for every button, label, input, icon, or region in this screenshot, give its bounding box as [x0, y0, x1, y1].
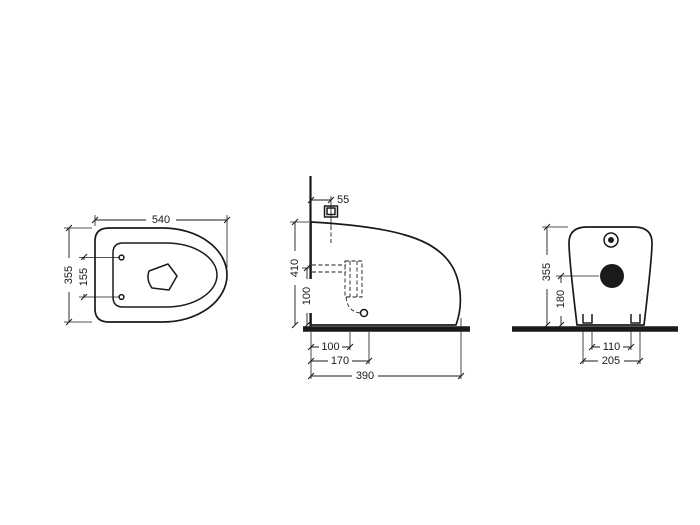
rear-fixing-bracket-left: [582, 314, 593, 324]
rear-label-mask-180: [555, 283, 567, 316]
plan-length-label: 540: [152, 214, 170, 226]
side-height-label: 410: [289, 259, 301, 277]
plan-hinge-hole-bottom: [118, 293, 125, 301]
side-trap-pipe-hidden: [345, 261, 361, 314]
side-inlet-offset-label: 55: [337, 194, 349, 206]
side-inlet-symbol: [323, 205, 339, 218]
side-inlet-spigot-hidden: [312, 226, 346, 273]
rear-label-mask-205: [598, 355, 624, 367]
side-view: 55 410 100 100 170 390: [289, 176, 470, 382]
side-dimension-ticks: [291, 196, 465, 380]
plan-hinge-hole-top: [118, 254, 125, 261]
plan-dimension-ticks: [65, 216, 231, 326]
side-inlet-symbol-inner: [326, 207, 336, 216]
side-outlet-circle: [359, 308, 369, 318]
rear-outlet-height-label: 180: [555, 290, 567, 308]
side-pan-outline: [310, 221, 462, 326]
side-label-mask-100v: [301, 279, 313, 313]
rear-height-label: 355: [541, 263, 553, 281]
plan-hinge-spacing-label: 155: [78, 268, 90, 286]
side-label-mask-170: [328, 355, 352, 367]
plan-pan-outline: [94, 227, 228, 323]
side-trap-hidden: [344, 260, 363, 298]
side-trap-offset-label: 170: [331, 355, 349, 367]
plan-drain-hole: [147, 263, 178, 291]
rear-label-mask-355: [541, 255, 553, 289]
plan-label-mask-155: [78, 260, 90, 294]
side-inlet-height-label: 100: [301, 287, 313, 305]
plan-label-mask-540: [146, 214, 176, 226]
rear-dimension-ticks: [543, 223, 644, 365]
side-extension-lines: [290, 221, 462, 379]
rear-fixing-inner-label: 110: [603, 341, 621, 353]
rear-extension-lines: [542, 226, 641, 364]
side-label-mask-390: [352, 370, 378, 382]
side-label-mask-410: [289, 251, 301, 285]
rear-inlet-hole-outer: [603, 232, 619, 248]
side-outlet-offset-label: 100: [321, 341, 339, 353]
side-label-mask-100h: [319, 341, 342, 353]
plan-label-mask-355: [63, 258, 75, 292]
rear-inlet-hole-inner: [608, 237, 614, 243]
rear-fixing-bracket-right: [630, 314, 641, 324]
rear-view: 355 180 110 205: [512, 223, 678, 367]
rear-outlet-hole: [600, 264, 624, 288]
plan-bowl-rim: [112, 242, 218, 308]
side-depth-label: 390: [356, 370, 374, 382]
plan-view: 540 355 155: [63, 214, 231, 326]
plan-width-label: 355: [63, 266, 75, 284]
rear-fixing-outer-label: 205: [602, 355, 620, 367]
rear-label-mask-110: [600, 341, 623, 353]
